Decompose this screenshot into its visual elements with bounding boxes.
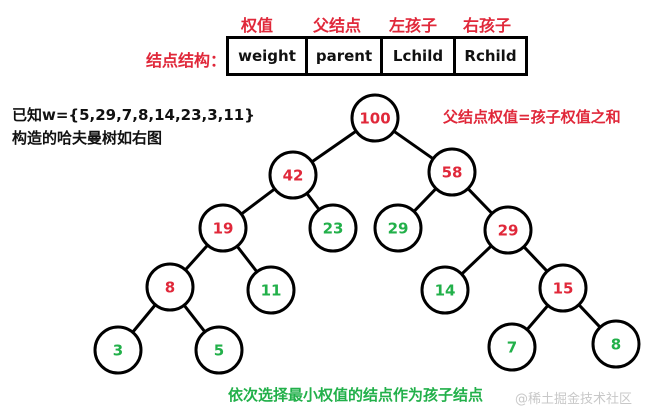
tree-edge bbox=[311, 129, 357, 164]
tree-node-n11: 11 bbox=[246, 265, 296, 315]
tree-edge bbox=[522, 245, 549, 273]
node-weight-label: 3 bbox=[113, 342, 123, 360]
tree-edge bbox=[235, 245, 259, 273]
node-weight-label: 19 bbox=[213, 220, 234, 238]
tree-node-n42: 42 bbox=[268, 150, 318, 200]
node-weight-label: 42 bbox=[283, 167, 304, 185]
tree-node-n3: 3 bbox=[93, 325, 143, 375]
tree-edge bbox=[305, 192, 321, 211]
node-weight-label: 29 bbox=[498, 222, 519, 240]
given-weights-note: 已知w={5,29,7,8,14,23,3,11} 构造的哈夫曼树如右图 bbox=[12, 104, 255, 150]
node-structure-table: weight parent Lchild Rchild bbox=[226, 36, 528, 76]
tree-edge bbox=[240, 187, 276, 216]
tree-edge bbox=[131, 303, 157, 334]
node-weight-label: 23 bbox=[323, 220, 344, 238]
node-circle bbox=[427, 147, 477, 197]
tree-node-n100: 100 bbox=[350, 93, 400, 143]
tree-edge bbox=[525, 304, 550, 331]
header-parent: 父结点 bbox=[313, 16, 362, 35]
tree-edge bbox=[412, 187, 438, 213]
cell-rchild: Rchild bbox=[453, 39, 525, 73]
structure-label: 结点结构： bbox=[146, 51, 227, 70]
caption: 依次选择最小权值的结点作为孩子结点 bbox=[228, 386, 484, 404]
tree-nodes: 100 42 58 19 23 29 29 8 11 14 15 3 5 7 8 bbox=[93, 93, 641, 375]
node-weight-label: 15 bbox=[553, 280, 574, 298]
node-weight-label: 58 bbox=[442, 164, 463, 182]
tree-node-n29b: 29 bbox=[483, 205, 533, 255]
tree-node-n7: 7 bbox=[487, 322, 537, 372]
node-circle bbox=[487, 322, 537, 372]
tree-node-n14: 14 bbox=[420, 265, 470, 315]
node-circle bbox=[145, 262, 195, 312]
node-weight-label: 14 bbox=[435, 282, 456, 300]
node-weight-label: 8 bbox=[611, 336, 621, 354]
node-circle bbox=[93, 325, 143, 375]
cell-parent: parent bbox=[305, 39, 380, 73]
note-line-1: 已知w={5,29,7,8,14,23,3,11} bbox=[12, 106, 255, 124]
tree-node-n19: 19 bbox=[198, 203, 248, 253]
node-weight-label: 7 bbox=[507, 339, 517, 357]
tree-node-n8a: 8 bbox=[145, 262, 195, 312]
tree-edge bbox=[466, 187, 494, 215]
tree-edge bbox=[577, 303, 602, 329]
watermark: @稀土掘金技术社区 bbox=[515, 392, 633, 407]
node-circle bbox=[308, 203, 358, 253]
node-circle bbox=[350, 93, 400, 143]
tree-edge bbox=[182, 304, 207, 333]
node-weight-label: 29 bbox=[388, 220, 409, 238]
tree-node-n58: 58 bbox=[427, 147, 477, 197]
tree-edge bbox=[184, 244, 209, 271]
tree-node-n15: 15 bbox=[538, 263, 588, 313]
node-circle bbox=[373, 203, 423, 253]
node-circle bbox=[483, 205, 533, 255]
node-circle bbox=[268, 150, 318, 200]
header-weight: 权值 bbox=[241, 16, 274, 35]
node-circle bbox=[198, 203, 248, 253]
tree-node-n8b: 8 bbox=[591, 319, 641, 369]
tree-node-n29a: 29 bbox=[373, 203, 423, 253]
cell-lchild: Lchild bbox=[380, 39, 453, 73]
node-circle bbox=[538, 263, 588, 313]
node-weight-label: 8 bbox=[165, 279, 175, 297]
tree-edge bbox=[460, 244, 493, 276]
node-weight-label: 100 bbox=[359, 110, 390, 128]
node-weight-label: 5 bbox=[214, 342, 224, 360]
tree-node-n5: 5 bbox=[194, 325, 244, 375]
tree-edge bbox=[392, 129, 435, 161]
node-circle bbox=[420, 265, 470, 315]
node-weight-label: 11 bbox=[261, 282, 282, 300]
tree-node-n23: 23 bbox=[308, 203, 358, 253]
node-circle bbox=[591, 319, 641, 369]
header-lchild: 左孩子 bbox=[389, 16, 438, 35]
cell-weight: weight bbox=[238, 47, 296, 65]
tree-edges bbox=[131, 129, 602, 334]
header-rchild: 右孩子 bbox=[463, 16, 512, 35]
rule-annotation: 父结点权值=孩子权值之和 bbox=[443, 108, 621, 126]
node-circle bbox=[194, 325, 244, 375]
node-circle bbox=[246, 265, 296, 315]
note-line-2: 构造的哈夫曼树如右图 bbox=[12, 129, 163, 147]
